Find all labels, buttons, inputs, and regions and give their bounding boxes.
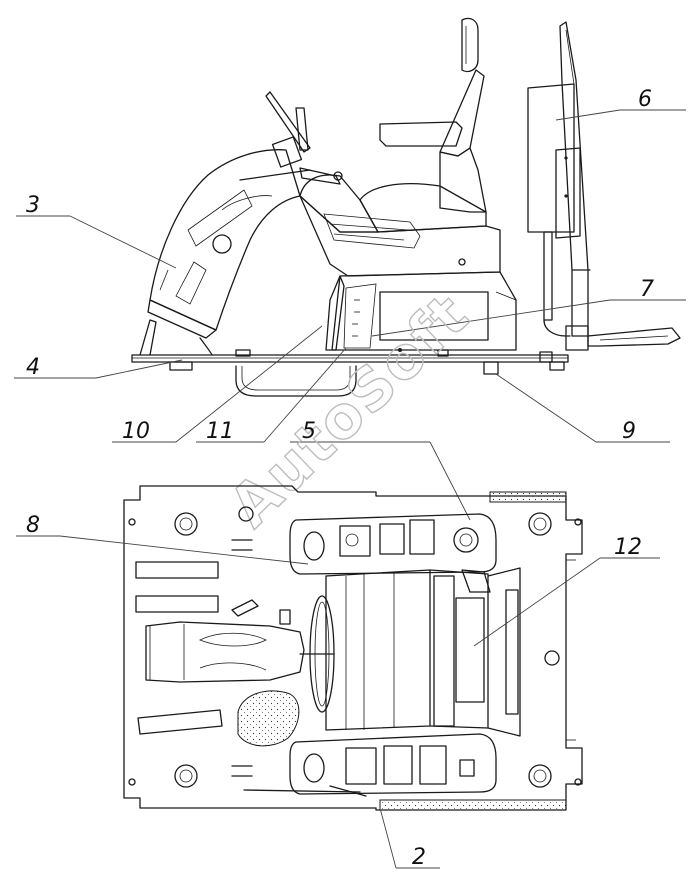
side-view-leaders: [14, 109, 686, 521]
armrest-console-left: [289, 513, 497, 575]
seat-plan: [325, 567, 521, 737]
callout-8: 8: [26, 513, 40, 538]
floor-markings: [135, 539, 576, 777]
seat-pedestal: [325, 271, 517, 352]
callout-6: 6: [638, 87, 652, 112]
plan-view-leaders: [16, 535, 660, 869]
mounting-bolts: [128, 506, 582, 788]
callout-7: 7: [640, 277, 654, 302]
callout-2: 2: [412, 845, 426, 870]
side-view: [14, 17, 686, 521]
underfloor-duct: [235, 365, 357, 397]
callout-4: 4: [26, 355, 40, 380]
watermark-text: AutoSoft: [216, 280, 482, 540]
plan-view: [16, 485, 660, 869]
seat-console: [299, 195, 501, 277]
steering-column-plan: [145, 599, 305, 683]
callout-10: 10: [122, 419, 150, 444]
pedal-pad: [237, 690, 300, 747]
steering-column: [239, 91, 343, 185]
hatched-strip-bottom: [379, 799, 567, 811]
callout-5: 5: [302, 419, 316, 444]
callout-3: 3: [26, 193, 40, 218]
operator-seat: [299, 17, 487, 233]
callouts: 3 4 10 11 5 6 7 9 8 12 2: [26, 87, 654, 870]
hatched-strip-top: [489, 491, 567, 503]
steering-column-housing: [139, 149, 301, 356]
rear-panel: [527, 21, 681, 351]
callout-9: 9: [622, 419, 636, 444]
callout-12: 12: [614, 535, 642, 560]
floor-plate: [131, 349, 569, 375]
base-plate: [123, 485, 583, 811]
armrest-console-right: [289, 733, 497, 795]
callout-11: 11: [206, 419, 234, 444]
